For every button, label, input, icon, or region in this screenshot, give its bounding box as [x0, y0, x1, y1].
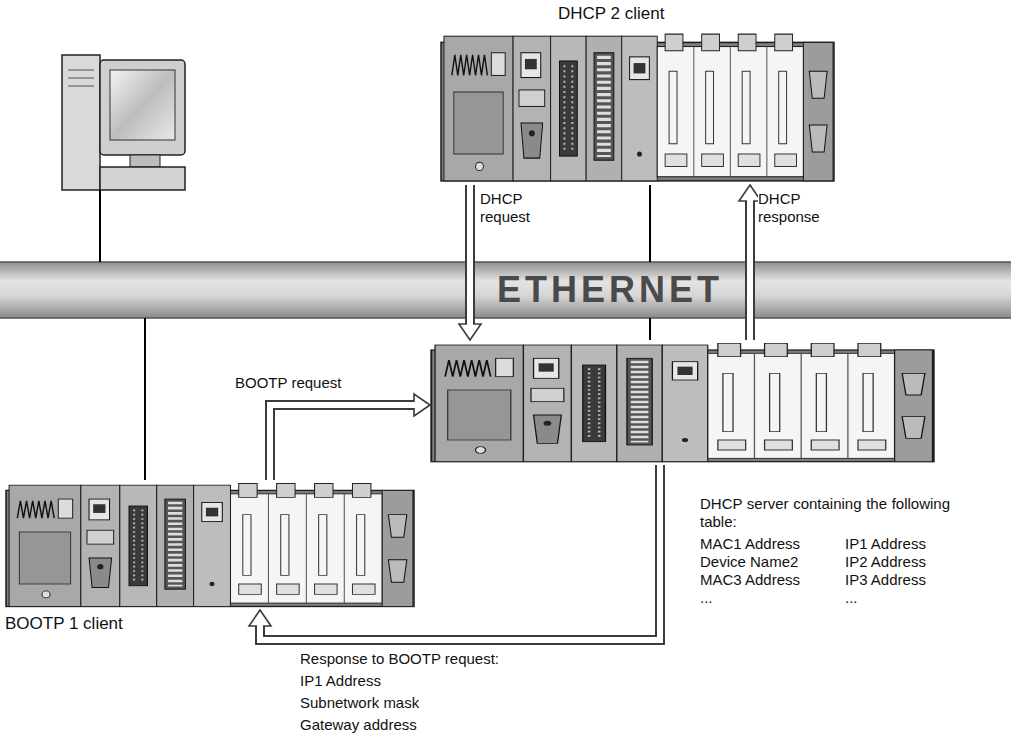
plc-rack: DHCP 2 client	[440, 30, 835, 185]
table-cell: IP3 Address	[845, 571, 926, 589]
hollow-arrow	[270, 394, 430, 480]
network-name: ETHERNET	[497, 272, 723, 308]
pc-computer-part	[100, 60, 185, 155]
response-note: IP1 Address	[300, 672, 381, 690]
plc-rack-drawing	[6, 483, 414, 606]
pc-computer-part	[99, 190, 101, 262]
ethernet-pipe-part	[0, 261, 1011, 263]
table-cell: ...	[845, 589, 858, 607]
arrow-core	[270, 405, 416, 480]
pc-computer-part	[68, 70, 94, 86]
wire-line	[649, 185, 651, 262]
network-wire	[650, 318, 651, 340]
arrow-head	[459, 324, 481, 340]
arrow-label: DHCP response	[758, 190, 833, 226]
pc-computer-part	[110, 70, 175, 140]
ethernet-pipe	[0, 262, 1011, 318]
response-note: Subnetwork mask	[300, 694, 419, 712]
plc-rack-drawing-part	[441, 34, 834, 181]
arrow-head	[414, 394, 430, 416]
wire-line	[144, 318, 146, 480]
plc-rack: DHCP server containing the following tab…	[430, 340, 935, 465]
table-cell: MAC1 Address	[700, 535, 800, 553]
table-cell: IP2 Address	[845, 553, 926, 571]
network-wire	[650, 185, 651, 262]
network-wire	[145, 318, 146, 480]
arrow-core	[467, 185, 473, 326]
table-cell: ...	[700, 589, 713, 607]
arrow-label: BOOTP request	[235, 374, 341, 392]
plc-rack-drawing	[431, 343, 933, 461]
node-heading: BOOTP 1 client	[5, 614, 123, 634]
pc-computer	[62, 55, 185, 262]
arrow-core	[260, 465, 660, 640]
response-note: Gateway address	[300, 716, 417, 734]
plc-rack-drawing	[441, 34, 834, 181]
arrow-outline	[270, 405, 414, 480]
plc-rack-drawing-part	[6, 483, 414, 606]
pc-computer-part	[100, 167, 185, 190]
hollow-arrow	[459, 185, 481, 340]
arrow-head	[249, 610, 271, 626]
arrow-outline	[260, 465, 660, 640]
plc-rack: BOOTP 1 client	[5, 480, 415, 610]
table-cell: IP1 Address	[845, 535, 926, 553]
node-heading: DHCP 2 client	[558, 4, 664, 24]
response-note: Response to BOOTP request:	[300, 650, 499, 668]
hollow-arrow	[249, 465, 660, 640]
server-caption: DHCP server containing the following tab…	[700, 495, 950, 531]
table-cell: Device Name2	[700, 553, 798, 571]
table-cell: MAC3 Address	[700, 571, 800, 589]
wire-line	[649, 318, 651, 340]
plc-rack-drawing-part	[431, 343, 933, 461]
arrow-label: DHCP request	[480, 190, 555, 226]
pc-computer-part	[62, 55, 100, 190]
arrow-core	[747, 199, 753, 340]
pc-computer-part	[130, 155, 160, 167]
ethernet-band: ETHERNET	[0, 262, 1011, 318]
ethernet-pipe-part	[0, 317, 1011, 319]
ethernet-pipe-part	[0, 262, 1011, 318]
